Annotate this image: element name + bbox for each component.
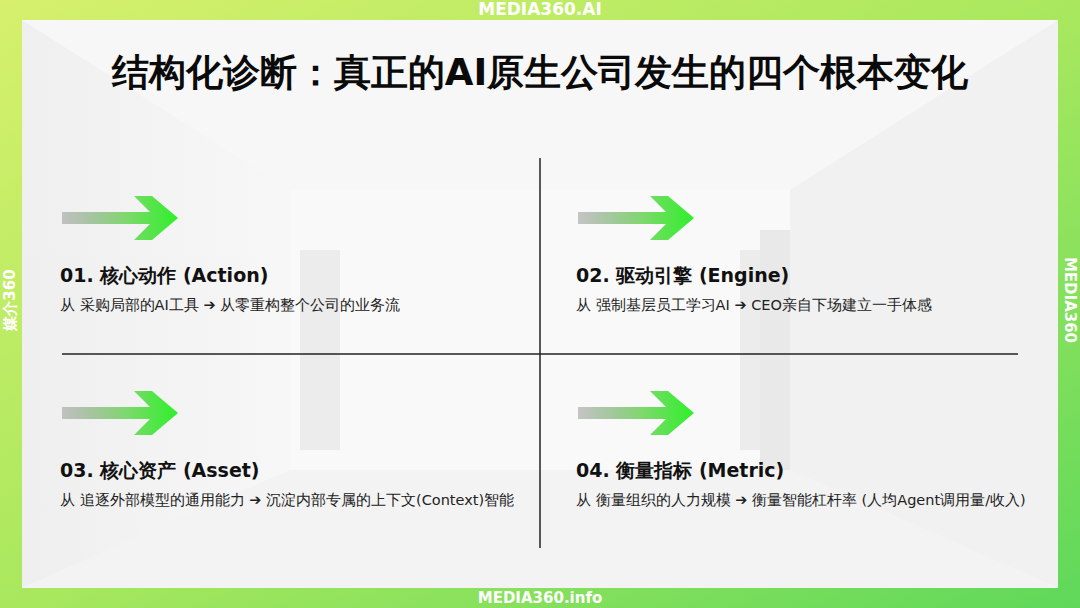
card-body: 从 追逐外部模型的通用能力 ➔ 沉淀内部专属的上下文(Context)智能 (60, 490, 530, 510)
card-body: 从 衡量组织的人力规模 ➔ 衡量智能杠杆率 (人均Agent调用量/收入) (576, 490, 1046, 510)
arrow-icon (62, 196, 178, 240)
divider-line (539, 158, 541, 548)
quadrant-card: 01. 核心动作 (Action) 从 采购局部的AI工具 ➔ 从零重构整个公司的… (60, 262, 530, 315)
watermark: 媒介360 (0, 269, 20, 330)
card-heading: 02. 驱动引擎 (Engine) (576, 262, 1046, 288)
corridor-image (22, 20, 1058, 588)
card-heading: 04. 衡量指标 (Metric) (576, 457, 1046, 483)
arrow-icon (578, 391, 694, 435)
slide-title: 结构化诊断：真正的AI原生公司发生的四个根本变化 (20, 48, 1060, 98)
watermark: MEDIA360.info (478, 588, 602, 608)
panel (22, 20, 1058, 588)
divider-line (62, 353, 1018, 355)
watermark: MEDIA360.AI (478, 0, 602, 19)
card-heading: 03. 核心资产 (Asset) (60, 457, 530, 483)
quadrant-card: 03. 核心资产 (Asset) 从 追逐外部模型的通用能力 ➔ 沉淀内部专属的上… (60, 457, 530, 510)
card-heading: 01. 核心动作 (Action) (60, 262, 530, 288)
card-body: 从 强制基层员工学习AI ➔ CEO亲自下场建立一手体感 (576, 295, 1046, 315)
watermark: MEDIA360 (1060, 257, 1080, 343)
arrow-icon (578, 196, 694, 240)
arrow-icon (62, 391, 178, 435)
card-body: 从 采购局部的AI工具 ➔ 从零重构整个公司的业务流 (60, 295, 530, 315)
quadrant-card: 02. 驱动引擎 (Engine) 从 强制基层员工学习AI ➔ CEO亲自下场建… (576, 262, 1046, 315)
quadrant-card: 04. 衡量指标 (Metric) 从 衡量组织的人力规模 ➔ 衡量智能杠杆率 (… (576, 457, 1046, 510)
